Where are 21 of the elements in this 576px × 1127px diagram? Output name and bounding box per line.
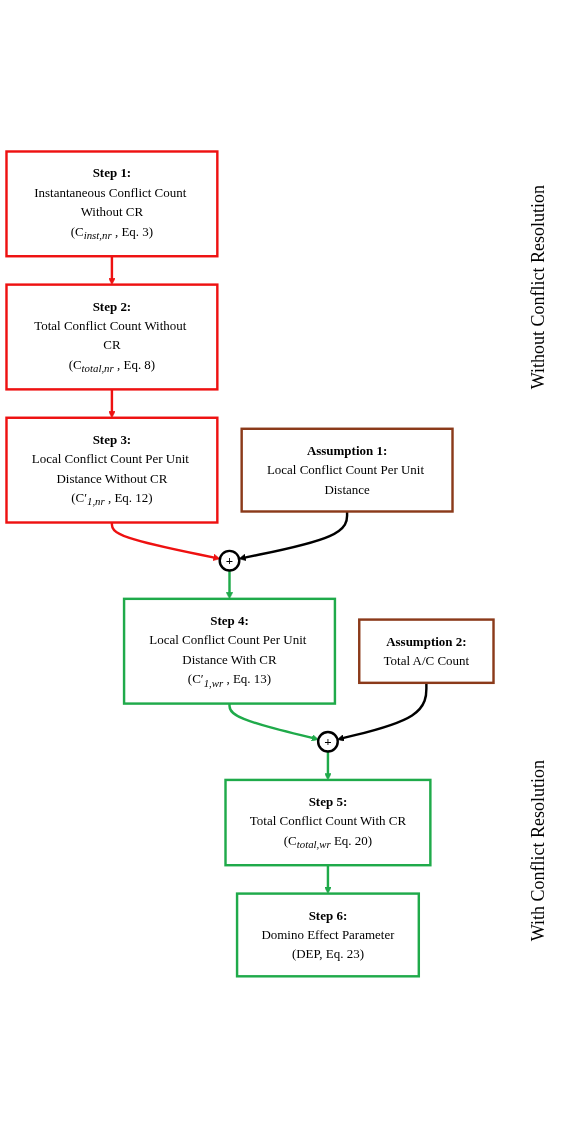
arrow bbox=[108, 255, 116, 285]
node-box: Step 1: Instantaneous Conflict Count Without CR (C$_{inst,nr}$ , Eq. 3) bbox=[5, 149, 219, 258]
arrow bbox=[337, 682, 428, 741]
node-circle: + bbox=[316, 730, 339, 753]
group-label: Without Conflict Resolution bbox=[527, 185, 549, 390]
arrow bbox=[110, 522, 221, 561]
node-box: Assumption 2: Total A/C Count bbox=[358, 617, 495, 684]
arrow bbox=[324, 864, 332, 894]
node-box: Step 6: Domino Effect Parameter (DEP, Eq. 23) bbox=[235, 891, 420, 978]
node-box: Step 5: Total Conflict Count With CR (C$_{total,wr}$ Eq. 20) bbox=[224, 778, 432, 866]
node-circle: + bbox=[218, 549, 241, 572]
node-box: Step 3: Local Conflict Count Per Unit Distance Without CR (C′$_{1,nr}$ , Eq. 12) bbox=[5, 416, 219, 524]
arrow bbox=[324, 751, 332, 780]
arrow bbox=[225, 570, 234, 599]
node-box: Step 4: Local Conflict Count Per Unit Distance With CR (C′$_{1,wr}$ , Eq. 13) bbox=[122, 597, 337, 705]
group-label: With Conflict Resolution bbox=[527, 760, 549, 942]
arrow bbox=[108, 388, 116, 418]
arrow bbox=[228, 703, 319, 741]
node-box: Step 2: Total Conflict Count Without CR (C$_{total,nr}$ , Eq. 8) bbox=[5, 283, 219, 391]
arrow bbox=[238, 511, 349, 561]
node-box: Assumption 1: Local Conflict Count Per Unit Distance bbox=[240, 427, 454, 513]
